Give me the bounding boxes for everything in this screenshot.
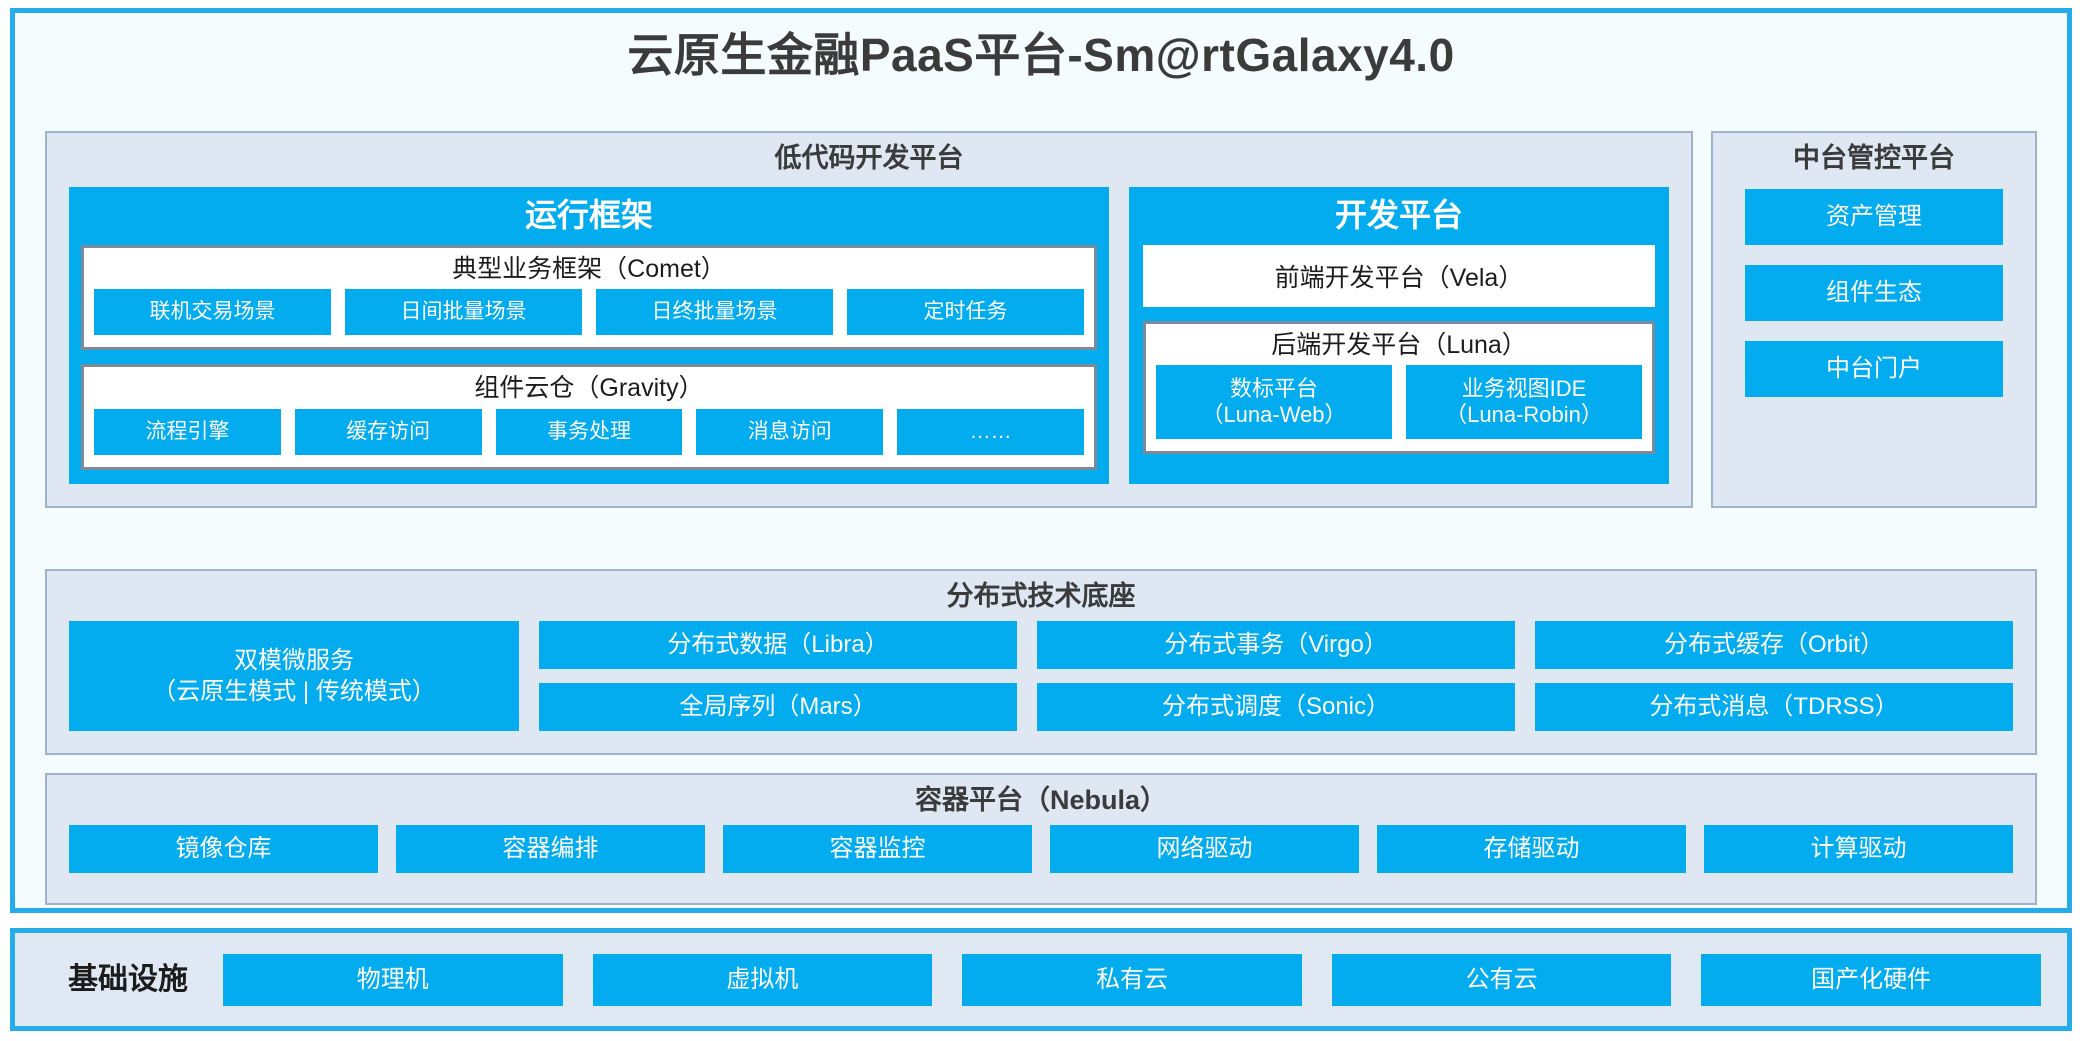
- runtime-framework-card: 运行框架 典型业务框架（Comet） 联机交易场景 日间批量场景 日终批量场景 …: [69, 186, 1109, 484]
- comet-item[interactable]: 日终批量场景: [596, 289, 833, 336]
- lowcode-platform-body: 运行框架 典型业务框架（Comet） 联机交易场景 日间批量场景 日终批量场景 …: [47, 183, 1691, 506]
- luna-item-row: 数标平台 （Luna-Web） 业务视图IDE （Luna-Robin）: [1156, 365, 1642, 440]
- luna-web-line2: （Luna-Web）: [1201, 402, 1347, 428]
- tech-base-item-orbit[interactable]: 分布式缓存（Orbit）: [1535, 620, 2013, 669]
- tech-base-item-virgo[interactable]: 分布式事务（Virgo）: [1037, 620, 1515, 669]
- dual-mode-line1: 双模微服务: [234, 646, 354, 674]
- tech-base-column: 分布式数据（Libra） 全局序列（Mars）: [539, 620, 1017, 731]
- zhongtai-management-title: 中台管控平台: [1793, 143, 1955, 173]
- page-title: 云原生金融PaaS平台-Sm@rtGalaxy4.0: [627, 29, 1455, 81]
- infrastructure-panel: 基础设施 物理机 虚拟机 私有云 公有云 国产化硬件: [10, 928, 2072, 1031]
- container-item-compute-driver[interactable]: 计算驱动: [1704, 824, 2013, 873]
- container-platform-title: 容器平台（Nebula）: [914, 785, 1168, 815]
- tech-base-item-mars[interactable]: 全局序列（Mars）: [539, 682, 1017, 731]
- luna-robin-line2: （Luna-Robin）: [1445, 402, 1603, 428]
- luna-robin-line1: 业务视图IDE: [1461, 375, 1587, 401]
- container-platform-panel: 容器平台（Nebula） 镜像仓库 容器编排 容器监控 网络驱动 存储驱动 计算…: [45, 773, 2037, 905]
- luna-item-luna-web[interactable]: 数标平台 （Luna-Web）: [1156, 365, 1392, 440]
- tech-base-item-sonic[interactable]: 分布式调度（Sonic）: [1037, 682, 1515, 731]
- tech-base-item-libra[interactable]: 分布式数据（Libra）: [539, 620, 1017, 669]
- tech-base-column: 分布式缓存（Orbit） 分布式消息（TDRSS）: [1535, 620, 2013, 731]
- zhongtai-item-list: 资产管理 组件生态 中台门户: [1713, 183, 2035, 506]
- zhongtai-item-component-ecosystem[interactable]: 组件生态: [1745, 264, 2003, 321]
- lowcode-platform-panel: 低代码开发平台 运行框架 典型业务框架（Comet） 联机交易场景 日间批量场景…: [45, 131, 1693, 508]
- comet-item[interactable]: 日间批量场景: [345, 289, 582, 336]
- runtime-framework-title: 运行框架: [524, 196, 653, 233]
- infrastructure-item-public-cloud[interactable]: 公有云: [1331, 953, 1672, 1006]
- tech-base-dual-mode-microservice[interactable]: 双模微服务 （云原生模式 | 传统模式）: [69, 620, 519, 731]
- platform-outer-frame: 云原生金融PaaS平台-Sm@rtGalaxy4.0 低代码开发平台 运行框架 …: [10, 8, 2072, 913]
- luna-web-line1: 数标平台: [1229, 375, 1318, 401]
- comet-group: 典型业务框架（Comet） 联机交易场景 日间批量场景 日终批量场景 定时任务: [81, 244, 1097, 351]
- luna-item-luna-robin[interactable]: 业务视图IDE （Luna-Robin）: [1406, 365, 1642, 440]
- gravity-title: 组件云仓（Gravity）: [474, 374, 704, 403]
- zhongtai-management-panel: 中台管控平台 资产管理 组件生态 中台门户: [1711, 131, 2037, 508]
- container-item-orchestration[interactable]: 容器编排: [396, 824, 705, 873]
- tech-base-column: 分布式事务（Virgo） 分布式调度（Sonic）: [1037, 620, 1515, 731]
- infrastructure-item-domestic-hardware[interactable]: 国产化硬件: [1701, 953, 2041, 1006]
- infrastructure-label: 基础设施: [68, 963, 188, 996]
- zhongtai-item-portal[interactable]: 中台门户: [1745, 340, 2003, 397]
- lowcode-platform-title: 低代码开发平台: [774, 143, 964, 173]
- gravity-item-row: 流程引擎 缓存访问 事务处理 消息访问 ……: [94, 408, 1084, 455]
- comet-item[interactable]: 联机交易场景: [94, 289, 331, 336]
- gravity-item[interactable]: 流程引擎: [94, 408, 281, 455]
- gravity-item[interactable]: 消息访问: [696, 408, 884, 455]
- backend-platform-luna-title: 后端开发平台（Luna）: [1271, 330, 1527, 359]
- gravity-item[interactable]: 事务处理: [495, 408, 683, 455]
- gravity-group: 组件云仓（Gravity） 流程引擎 缓存访问 事务处理 消息访问 ……: [81, 364, 1097, 470]
- container-item-network-driver[interactable]: 网络驱动: [1050, 824, 1359, 873]
- development-platform-card: 开发平台 前端开发平台（Vela） 后端开发平台（Luna） 数标平台 （Lun…: [1129, 186, 1669, 484]
- dual-mode-line2: （云原生模式 | 传统模式）: [152, 677, 436, 705]
- comet-item-row: 联机交易场景 日间批量场景 日终批量场景 定时任务: [94, 289, 1084, 336]
- tech-base-title: 分布式技术底座: [946, 581, 1136, 611]
- infrastructure-item-list: 物理机 虚拟机 私有云 公有云 国产化硬件: [223, 953, 2049, 1006]
- zhongtai-item-asset-management[interactable]: 资产管理: [1745, 188, 2003, 245]
- middle-row: 低代码开发平台 运行框架 典型业务框架（Comet） 联机交易场景 日间批量场景…: [45, 131, 2037, 508]
- infrastructure-item-private-cloud[interactable]: 私有云: [962, 953, 1302, 1006]
- gravity-item-more[interactable]: ……: [897, 408, 1084, 455]
- comet-title: 典型业务框架（Comet）: [452, 254, 726, 283]
- comet-item[interactable]: 定时任务: [847, 289, 1084, 336]
- infrastructure-item-virtual-machine[interactable]: 虚拟机: [592, 953, 933, 1006]
- tech-base-panel: 分布式技术底座 双模微服务 （云原生模式 | 传统模式） 分布式数据（Libra…: [45, 569, 2037, 755]
- gravity-item[interactable]: 缓存访问: [294, 408, 482, 455]
- container-platform-body: 镜像仓库 容器编排 容器监控 网络驱动 存储驱动 计算驱动: [47, 824, 2035, 889]
- container-item-monitoring[interactable]: 容器监控: [723, 824, 1032, 873]
- backend-platform-luna-group: 后端开发平台（Luna） 数标平台 （Luna-Web） 业务视图IDE （Lu…: [1143, 320, 1655, 455]
- container-item-storage-driver[interactable]: 存储驱动: [1377, 824, 1686, 873]
- infrastructure-item-physical-machine[interactable]: 物理机: [223, 953, 563, 1006]
- development-platform-title: 开发平台: [1334, 196, 1463, 233]
- tech-base-body: 双模微服务 （云原生模式 | 传统模式） 分布式数据（Libra） 全局序列（M…: [47, 620, 2035, 747]
- frontend-platform-vela[interactable]: 前端开发平台（Vela）: [1143, 244, 1655, 307]
- tech-base-item-tdrss[interactable]: 分布式消息（TDRSS）: [1535, 682, 2013, 731]
- container-item-image-registry[interactable]: 镜像仓库: [69, 824, 378, 873]
